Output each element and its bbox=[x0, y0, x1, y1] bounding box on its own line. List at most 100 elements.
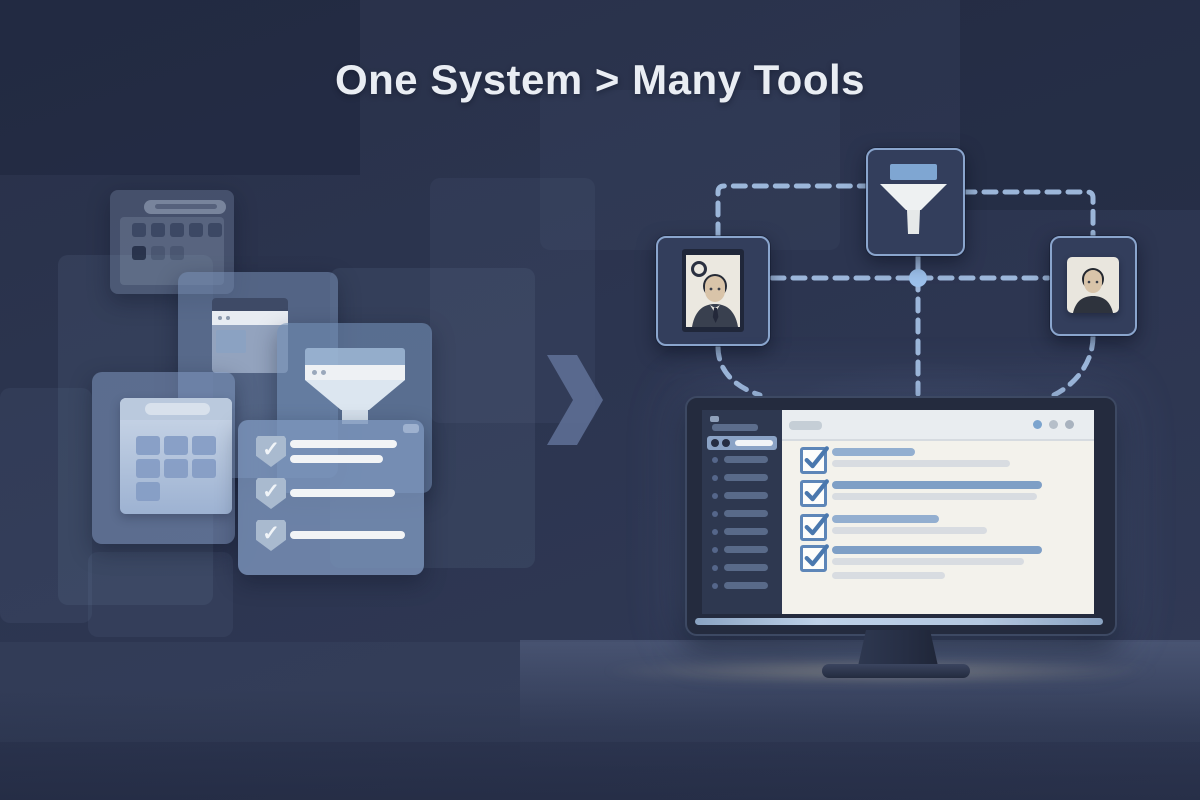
task-subtitle-bar bbox=[832, 527, 987, 534]
person-portrait bbox=[1073, 268, 1113, 313]
sidebar-item bbox=[702, 563, 782, 573]
monitor-stand-neck bbox=[858, 630, 938, 666]
sidebar-item-icon bbox=[722, 439, 730, 447]
sidebar-item bbox=[702, 527, 782, 537]
checkbox-checked-icon bbox=[800, 513, 829, 541]
item-label-bar bbox=[724, 474, 768, 481]
item-label-bar bbox=[724, 564, 768, 571]
browser-address-bar bbox=[212, 311, 288, 325]
monitor bbox=[685, 396, 1117, 636]
junction-dot bbox=[909, 269, 927, 287]
bullet-icon bbox=[712, 475, 718, 481]
item-label-bar bbox=[724, 582, 768, 589]
screen-checklist-row bbox=[782, 544, 1094, 579]
background-patch bbox=[88, 552, 233, 637]
sidebar-item bbox=[702, 455, 782, 465]
person-left-node-card bbox=[656, 236, 770, 346]
checklist-row: ✓ bbox=[238, 520, 424, 554]
bullet-icon bbox=[712, 565, 718, 571]
sidebar-active-item bbox=[707, 436, 777, 450]
checklist-row: ✓ bbox=[238, 436, 424, 470]
task-extra-bar bbox=[832, 572, 945, 579]
browser-content bbox=[212, 325, 288, 373]
calendar-header bbox=[120, 398, 232, 420]
person-right-node-card bbox=[1050, 236, 1137, 336]
item-label-bar bbox=[724, 456, 768, 463]
funnel-icon bbox=[880, 164, 947, 234]
checkbox-checked-icon bbox=[800, 479, 829, 507]
calendar-day-cell bbox=[136, 436, 160, 455]
checklist-card: ✓ ✓ ✓ bbox=[238, 420, 424, 575]
bullet-icon bbox=[712, 547, 718, 553]
app-icon bbox=[132, 246, 146, 260]
task-subtitle-bar bbox=[832, 460, 1010, 467]
monitor-chin-strip bbox=[695, 618, 1103, 625]
calendar-title-bar bbox=[145, 403, 210, 415]
screen-checklist-row bbox=[782, 479, 1094, 514]
app-icon bbox=[151, 246, 165, 260]
search-bar-line bbox=[155, 204, 217, 209]
check-badge-icon: ✓ bbox=[256, 478, 286, 509]
sidebar-item bbox=[702, 491, 782, 501]
background-patch bbox=[960, 0, 1200, 210]
task-title-bar bbox=[832, 448, 915, 456]
sidebar-item bbox=[702, 473, 782, 483]
content-block bbox=[216, 330, 246, 353]
screen-toolbar bbox=[782, 410, 1094, 441]
monitor-screen bbox=[702, 410, 1094, 614]
funnel-address-bar bbox=[305, 365, 405, 380]
page-title: One System > Many Tools bbox=[334, 56, 866, 103]
screen-checklist-row bbox=[782, 446, 1094, 481]
window-dot-icon bbox=[1049, 420, 1058, 429]
card-tab bbox=[403, 424, 419, 433]
checkbox-checked-icon bbox=[800, 544, 829, 572]
bullet-icon bbox=[712, 583, 718, 589]
check-line-bar bbox=[290, 489, 395, 497]
task-title-bar bbox=[832, 515, 939, 523]
app-icon bbox=[170, 246, 184, 260]
item-label-bar bbox=[724, 492, 768, 499]
window-dot-icon bbox=[1033, 420, 1042, 429]
window-dot-icon bbox=[1065, 420, 1074, 429]
funnel-node-card bbox=[866, 148, 965, 256]
calendar-day-cell bbox=[192, 436, 216, 455]
task-title-bar bbox=[832, 481, 1042, 489]
chevron-right-icon bbox=[547, 355, 603, 445]
bullet-icon bbox=[712, 493, 718, 499]
item-label-bar bbox=[724, 528, 768, 535]
connector-person-right-to-monitor bbox=[1051, 334, 1096, 398]
app-icon bbox=[170, 223, 184, 237]
monitor-stand-base bbox=[822, 664, 970, 678]
check-badge-icon: ✓ bbox=[256, 436, 286, 467]
app-icon bbox=[132, 223, 146, 237]
item-label-bar bbox=[724, 546, 768, 553]
task-title-bar bbox=[832, 546, 1042, 554]
person-badge-icon bbox=[686, 255, 740, 327]
sidebar-item-icon bbox=[711, 439, 719, 447]
app-icon bbox=[189, 223, 203, 237]
check-line-bar bbox=[290, 531, 405, 539]
logo-icon bbox=[710, 416, 719, 422]
screen-main-panel bbox=[782, 410, 1094, 614]
connector-funnel-to-person-right bbox=[960, 189, 1096, 239]
person-avatar-icon bbox=[1067, 257, 1119, 313]
funnel-header-band bbox=[305, 348, 405, 365]
checkbox-checked-icon bbox=[800, 446, 829, 474]
camera-dot-icon bbox=[691, 261, 707, 277]
floor-band bbox=[0, 642, 1200, 742]
calendar-day-cell bbox=[136, 482, 160, 501]
toolbar-pill bbox=[789, 421, 822, 430]
connector-person-left-to-monitor bbox=[715, 344, 763, 398]
active-item-label-bar bbox=[735, 440, 773, 446]
calendar-day-cell bbox=[192, 459, 216, 478]
bullet-icon bbox=[712, 457, 718, 463]
browser-dot-icon bbox=[218, 316, 222, 320]
connector-person-left-to-funnel bbox=[715, 183, 869, 239]
calendar-day-cell bbox=[164, 436, 188, 455]
sidebar-item bbox=[702, 545, 782, 555]
screen-checklist-row bbox=[782, 513, 1094, 548]
check-line-bar bbox=[290, 440, 397, 448]
check-badge-icon: ✓ bbox=[256, 520, 286, 551]
screen-checklist bbox=[782, 439, 1094, 614]
task-subtitle-bar bbox=[832, 493, 1037, 500]
